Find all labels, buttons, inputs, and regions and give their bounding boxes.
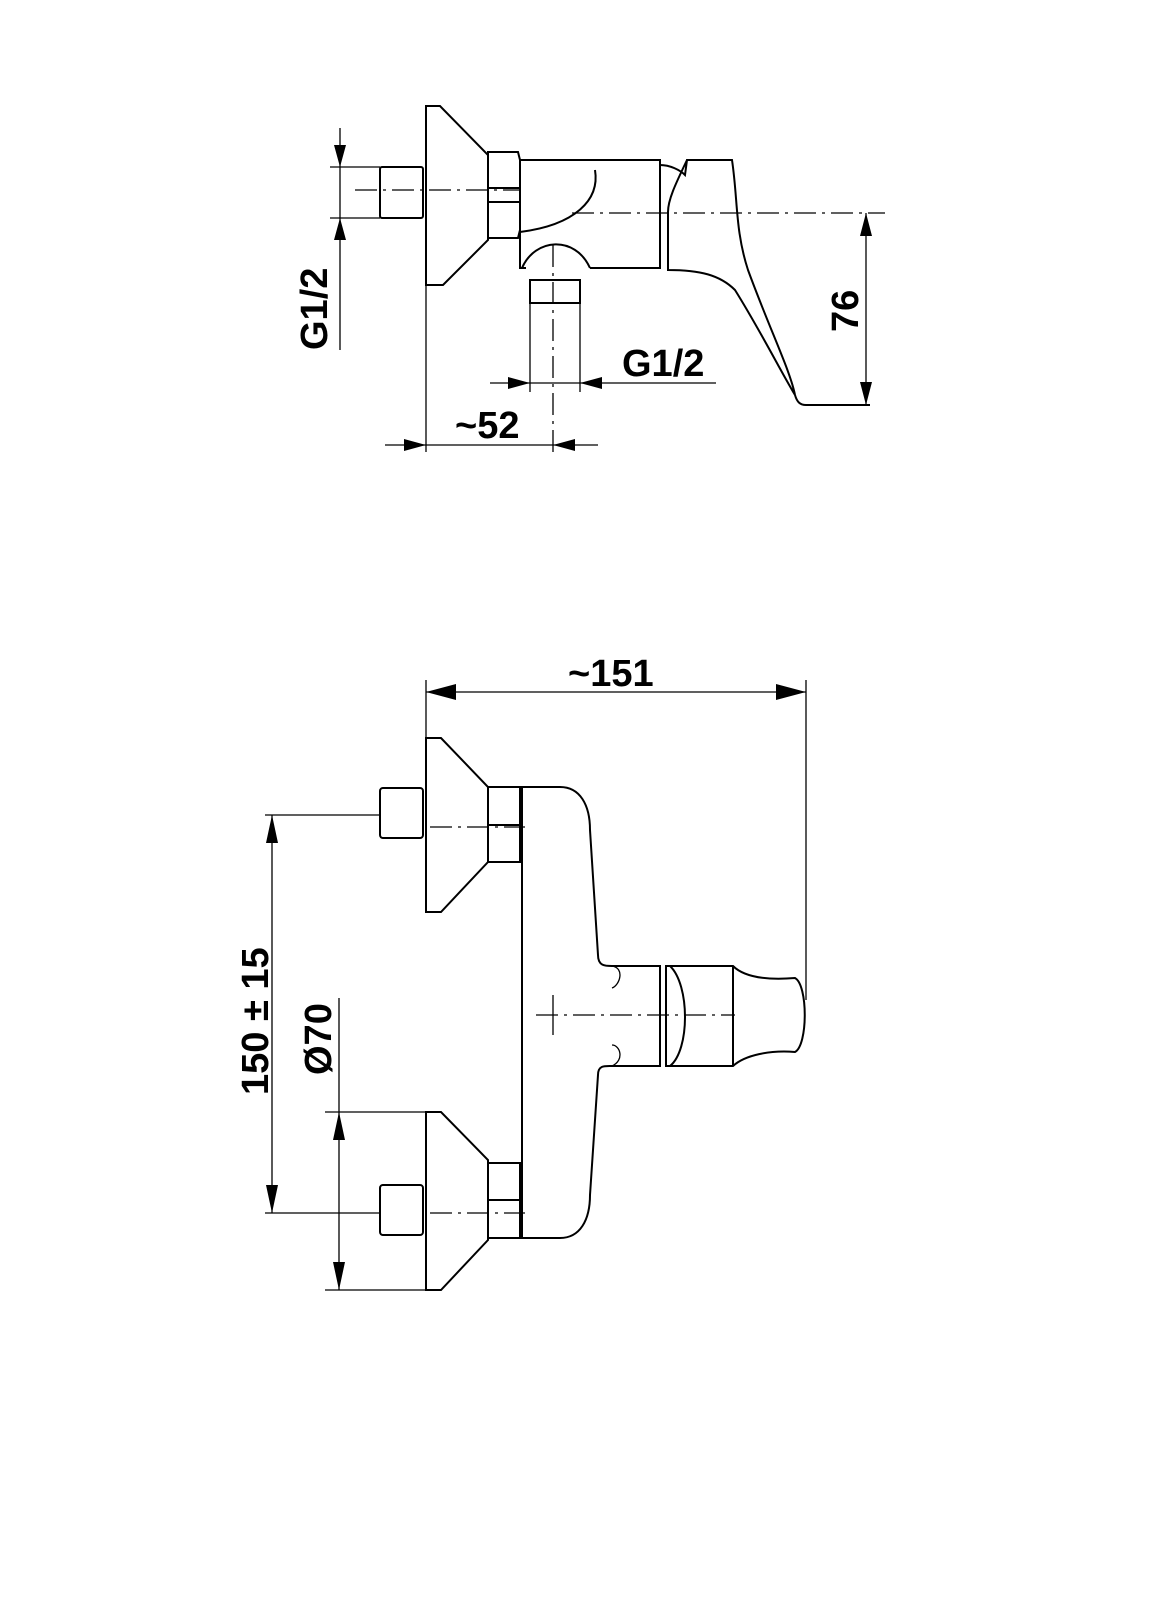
- mixer-body-front: [521, 786, 661, 1239]
- escutcheon-bottom: [425, 1111, 489, 1291]
- outlet-dome: [521, 243, 591, 269]
- width-label: ~151: [568, 653, 654, 695]
- lever-handle-front: [665, 965, 806, 1067]
- side-view: G1/2 G1/2 ~52 76: [294, 105, 885, 452]
- inlet-stub: [379, 166, 424, 219]
- escutcheon-top: [425, 737, 489, 913]
- outlet-nut: [529, 279, 581, 304]
- dimension-arrows: [334, 145, 346, 240]
- hex-nut-side: [487, 151, 521, 239]
- diameter-dimension: [325, 998, 426, 1291]
- outlet-thread-label: G1/2: [622, 343, 704, 385]
- escutcheon-side: [425, 105, 489, 286]
- diameter-label: Ø70: [298, 1003, 340, 1075]
- front-view: ~151 150 ± 15 Ø70: [235, 653, 807, 1291]
- inlet-centerlines: [430, 826, 525, 1214]
- dimension-arrows: [508, 377, 602, 389]
- spacing-label: 150 ± 15: [235, 947, 277, 1095]
- body-neck-detail: [611, 965, 621, 1067]
- spacing-dimension: [265, 814, 380, 1214]
- dimension-arrows: [860, 213, 872, 405]
- spout-curve: [519, 169, 597, 233]
- inlet-stub-top: [379, 787, 424, 839]
- outlet-pipe: [529, 303, 581, 392]
- handle-side: [659, 159, 870, 406]
- inlet-stub-bottom: [379, 1184, 424, 1236]
- width-dimension: [425, 680, 807, 1000]
- body-side: [519, 159, 661, 269]
- depth-label: ~52: [455, 405, 519, 447]
- handle-height-label: 76: [825, 290, 867, 332]
- inlet-thread-dimension: [330, 128, 427, 452]
- inlet-thread-label: G1/2: [294, 268, 336, 350]
